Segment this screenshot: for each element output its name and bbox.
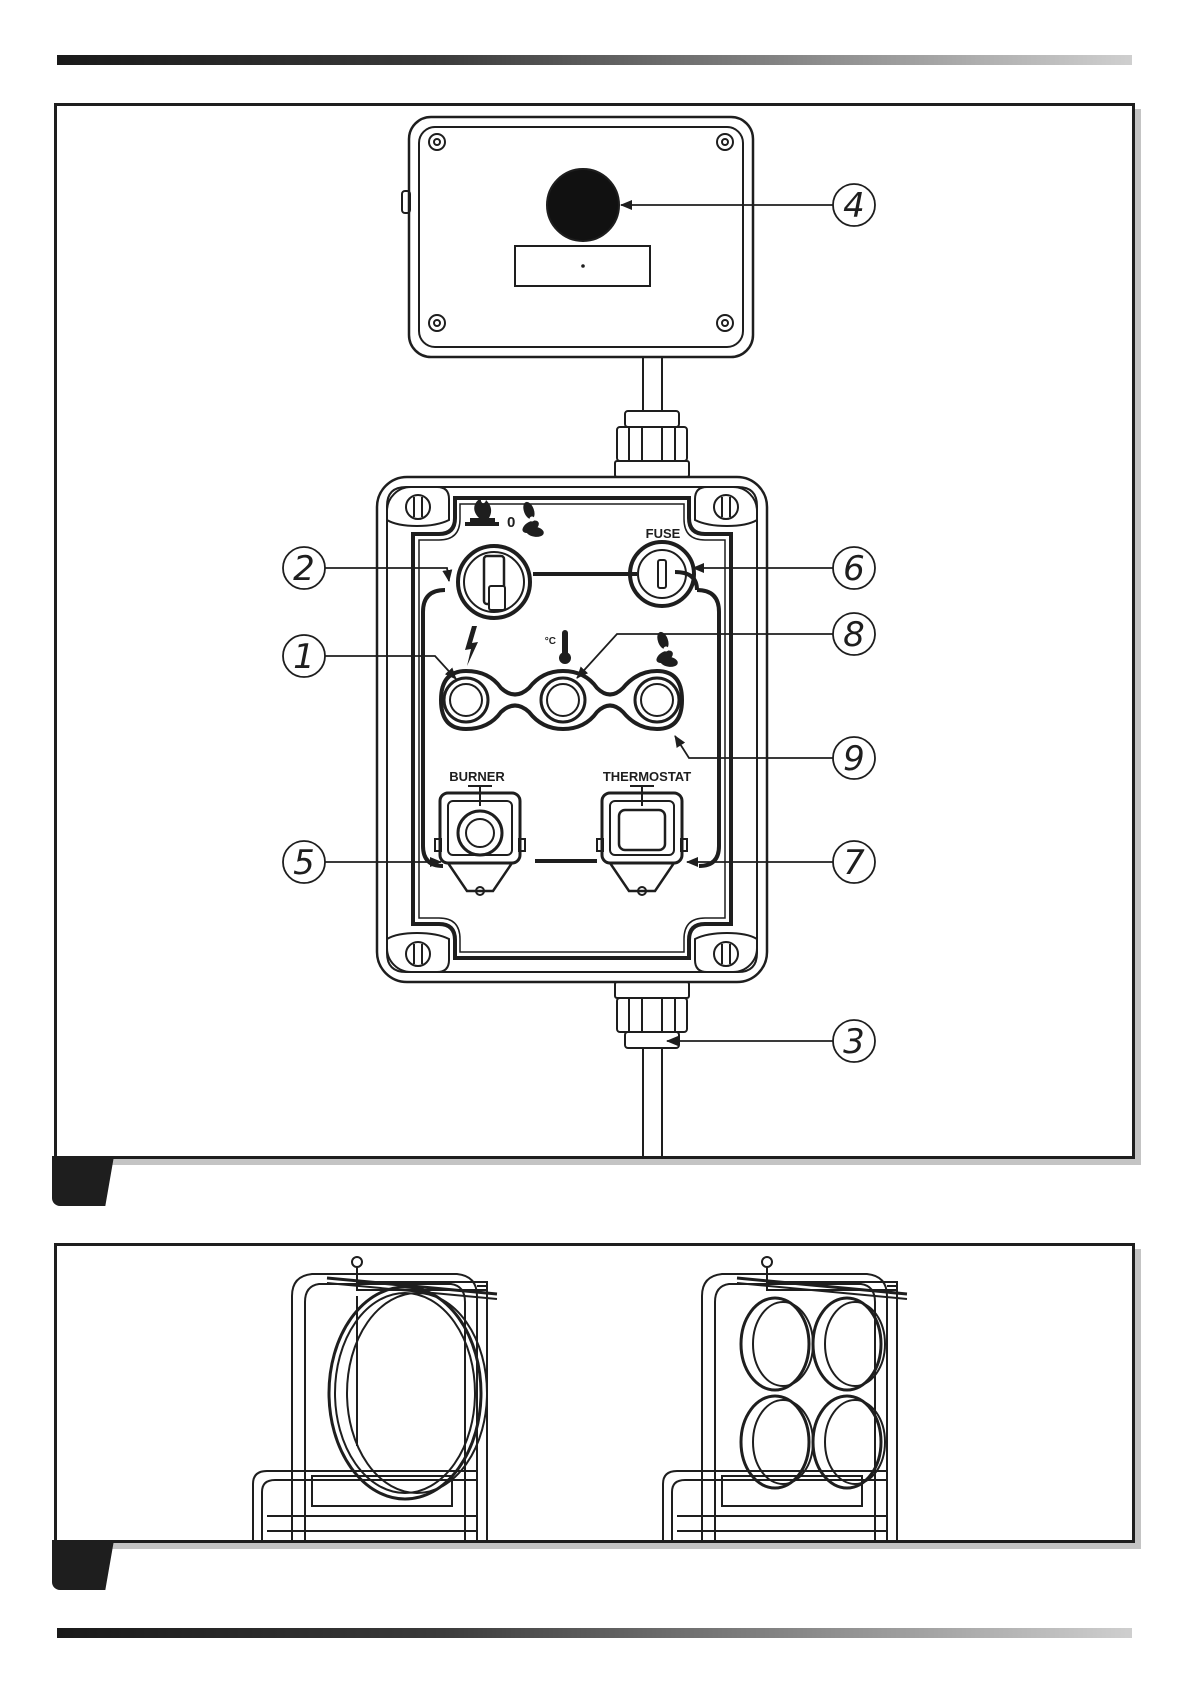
remote-indicator-lamp xyxy=(547,169,619,241)
figure-2-tab xyxy=(52,1540,114,1590)
figure-2-frame xyxy=(54,1243,1135,1543)
leader-line-8 xyxy=(577,634,833,678)
callout-number-4: 4 xyxy=(843,186,865,226)
power-indicator-lamp xyxy=(444,678,488,722)
box-screw xyxy=(714,495,738,519)
box-screw xyxy=(714,942,738,966)
callout-number-7: 7 xyxy=(843,843,865,883)
switch-off-position-label: 0 xyxy=(507,514,515,531)
callout-number-6: 6 xyxy=(843,549,865,589)
thermostat-socket xyxy=(597,786,687,895)
heater-single-outlet xyxy=(253,1257,497,1540)
thermometer-icon xyxy=(559,630,571,664)
box-screw xyxy=(717,134,733,150)
callout-number-8: 8 xyxy=(843,615,865,655)
leader-line-9 xyxy=(675,736,833,758)
small-duct-adapter xyxy=(741,1298,813,1390)
burner-socket xyxy=(435,786,525,895)
box-screw xyxy=(406,942,430,966)
box-screw xyxy=(406,495,430,519)
duct-adapter-diagram xyxy=(57,1246,1132,1540)
box-screw xyxy=(717,315,733,331)
connecting-cable xyxy=(643,357,662,411)
lightning-icon xyxy=(465,626,478,666)
bottom-rule xyxy=(57,1628,1132,1638)
figure-1-tab xyxy=(52,1156,114,1206)
thermometer-unit-label: °C xyxy=(545,636,556,647)
thermostat-indicator-lamp xyxy=(541,678,585,722)
flame-icon xyxy=(465,498,499,526)
large-duct-adapter xyxy=(329,1287,487,1499)
power-supply-cable xyxy=(643,1048,662,1156)
fan-indicator-lamp xyxy=(635,678,679,722)
top-rule xyxy=(57,55,1132,65)
figure-1-frame: 0 FUSE °C BURNER THERMOSTAT 4 2 6 1 8 9 … xyxy=(54,103,1135,1159)
heater-quad-outlet xyxy=(663,1257,907,1540)
small-duct-adapter xyxy=(741,1396,813,1488)
thermostat-label: THERMOSTAT xyxy=(603,769,691,784)
remote-control-box xyxy=(402,117,753,357)
callout-number-3: 3 xyxy=(843,1022,865,1062)
box-screw xyxy=(429,315,445,331)
callout-number-5: 5 xyxy=(293,843,315,883)
leader-line-1 xyxy=(325,656,456,679)
control-box-diagram: 0 FUSE °C BURNER THERMOSTAT 4 2 6 1 8 9 … xyxy=(57,106,1132,1156)
fan-icon xyxy=(520,500,544,538)
callout-number-2: 2 xyxy=(293,549,315,589)
lower-cable-gland xyxy=(615,982,689,1048)
callout-number-1: 1 xyxy=(293,637,315,677)
box-screw xyxy=(429,134,445,150)
fuse-label: FUSE xyxy=(646,526,681,541)
callout-number-9: 9 xyxy=(843,739,865,779)
fan-icon xyxy=(654,630,678,668)
main-selector-switch xyxy=(458,546,530,618)
upper-cable-gland xyxy=(615,411,689,477)
burner-label: BURNER xyxy=(449,769,505,784)
